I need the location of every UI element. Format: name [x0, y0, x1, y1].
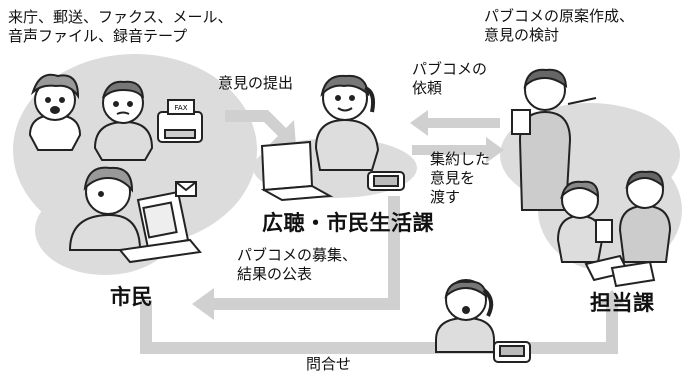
- draft-review-line-1: パブコメの原案作成、: [484, 7, 635, 25]
- phone-icon: [367, 171, 405, 191]
- pubcom-request-line-1: パブコメの: [412, 60, 488, 78]
- publish-results-arrow: [192, 196, 400, 320]
- responsible-department-title: 担当課: [590, 291, 655, 315]
- staff-figure-icon: [511, 68, 597, 211]
- documents-icon: [584, 254, 656, 288]
- laptop-icon: [118, 190, 202, 264]
- fax-machine-icon: [157, 99, 203, 143]
- central-department-title: 広聴・市民生活課: [262, 211, 434, 235]
- submit-opinion-label: 意見の提出: [218, 74, 294, 92]
- solicit-publish-line-1: パブコメの募集、: [237, 246, 358, 264]
- pubcom-request-line-2: 依頼: [412, 78, 443, 97]
- staff-figure-icon: [556, 180, 613, 263]
- consolidated-opinion-arrow: [412, 137, 504, 163]
- consolidated-opinion-line-3: 渡す: [430, 187, 461, 206]
- pubcom-request-arrow: [410, 110, 500, 136]
- citizen-figure-icon: [28, 73, 82, 151]
- laptop-icon: [260, 140, 334, 202]
- citizen-figure-icon: [68, 166, 142, 251]
- solicit-publish-line-2: 結果の公表: [237, 264, 313, 283]
- citizen-figure-icon: [435, 279, 495, 353]
- phone-icon: [364, 86, 376, 113]
- phone-icon: [493, 341, 531, 363]
- citizen-channels-text: 来庁、郵送、ファクス、メール、 音声ファイル、録音テープ: [8, 8, 233, 46]
- consolidated-opinion-line-1: 集約した: [430, 150, 491, 168]
- inquiry-arrow: [140, 290, 626, 354]
- citizen-channels-line-2: 音声ファイル、録音テープ: [8, 26, 188, 45]
- staff-figure-icon: [314, 74, 380, 171]
- pubcom-request-label: パブコメの 依頼: [412, 60, 487, 98]
- inquiry-label: 問合せ: [306, 355, 352, 373]
- fax-sheet-label: FAX: [175, 104, 188, 112]
- envelope-icon: [175, 181, 197, 197]
- submit-opinion-arrow: [225, 110, 296, 146]
- draft-review-line-2: 意見の検討: [484, 25, 560, 44]
- citizen-figure-icon: [93, 80, 154, 161]
- citizen-channels-line-1: 来庁、郵送、ファクス、メール、: [8, 8, 233, 26]
- consolidated-opinion-line-2: 意見を: [430, 168, 476, 187]
- staff-figure-icon: [618, 170, 672, 263]
- draft-review-label: パブコメの原案作成、 意見の検討: [484, 7, 634, 45]
- consolidated-opinion-label: 集約した 意見を 渡す: [430, 150, 490, 206]
- solicit-publish-label: パブコメの募集、 結果の公表: [237, 246, 357, 284]
- citizens-title: 市民: [110, 285, 153, 309]
